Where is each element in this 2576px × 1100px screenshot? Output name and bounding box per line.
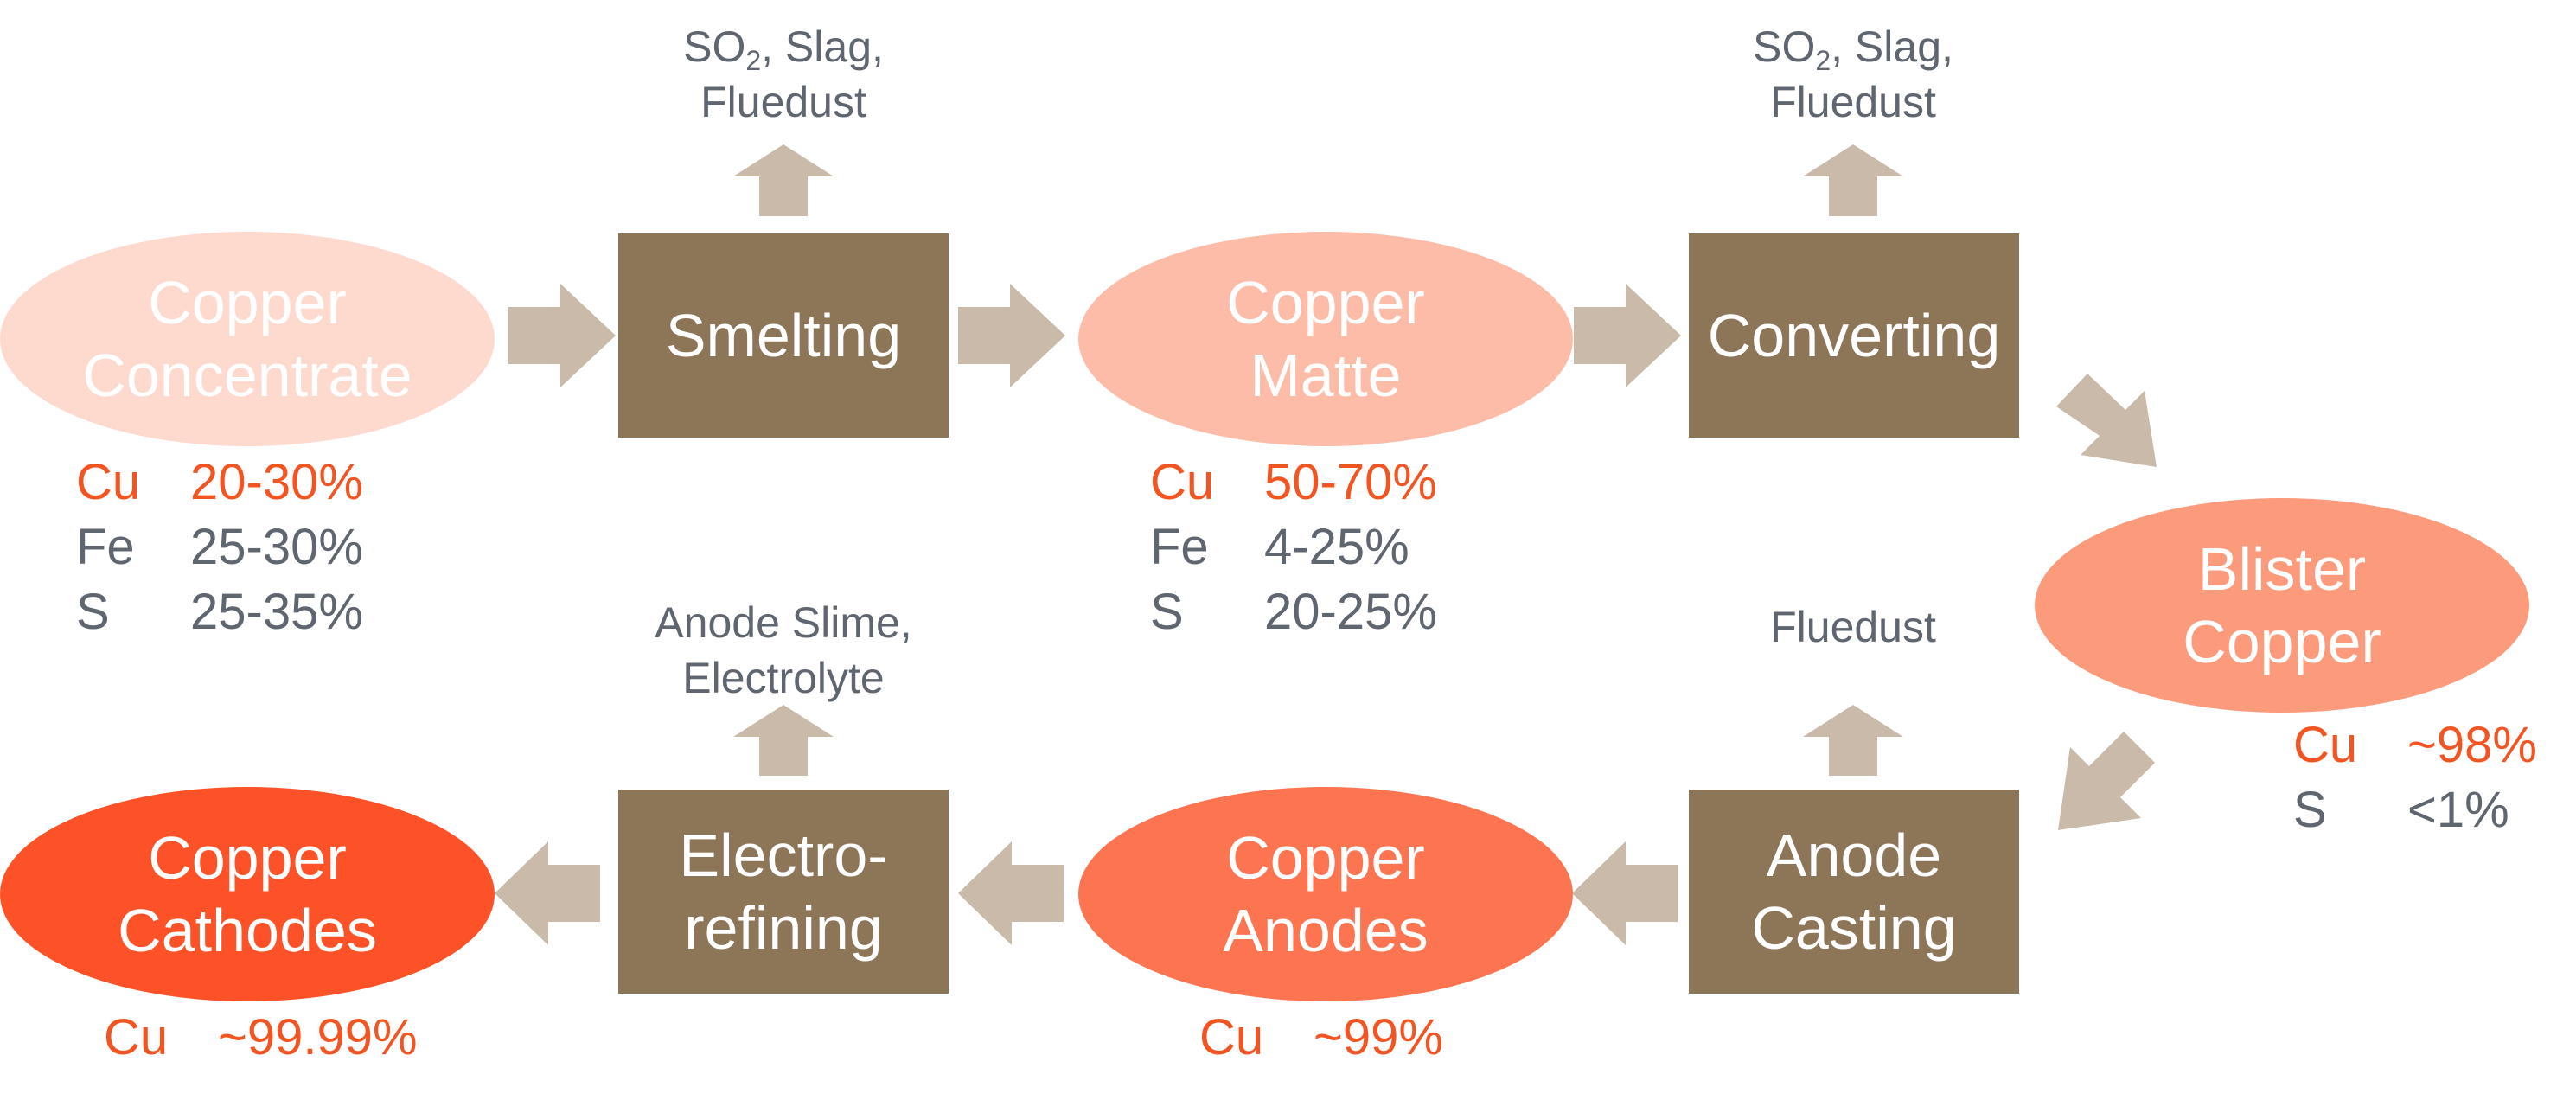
arrow-smelting-byproducts [733,144,834,216]
byproduct-line1: Anode Slime, [655,598,912,647]
element-label: Cu [2293,717,2358,773]
arrow-matte-to-converting [1574,284,1681,387]
element-label: Cu [104,1009,169,1065]
cathodes-composition: Cu ~99.99% [104,1005,418,1070]
element-label: S [76,584,110,640]
composition-row: Cu 20-30% [76,450,363,515]
node-label-line1: Blister [2197,535,2367,603]
element-value: 25-30% [190,519,363,575]
node-label-line2: Anodes [1223,897,1429,964]
process-label: Converting [1707,302,2001,369]
element-label: S [1150,584,1184,640]
node-label-line1: Copper [1226,824,1425,892]
node-label-line2: Matte [1250,342,1402,409]
element-value: 20-25% [1264,584,1437,640]
element-value: ~99% [1314,1009,1443,1065]
element-label: S [2293,782,2327,838]
electrorefining-process-box: Electro-refining [618,790,949,994]
node-label-line2: Concentrate [82,342,412,409]
concentrate-composition: Cu 20-30% Fe 25-30% S 25-35% [76,450,363,644]
arrow-electrorefining-byproducts [733,705,834,776]
electrorefining-byproducts: Anode Slime, Electrolyte [589,595,978,706]
arrow-converting-byproducts [1803,144,1903,216]
node-label-line1: Copper [1226,269,1425,336]
byproduct-so: SO [1753,22,1816,71]
element-value: <1% [2407,782,2509,838]
arrow-electrorefining-to-cathodes [495,841,600,945]
element-label: Cu [76,454,141,510]
anode-casting-byproducts: Fluedust [1680,599,2026,655]
blister-composition: Cu ~98% S <1% [2293,713,2537,842]
byproduct-subscript: 2 [745,45,762,76]
smelting-byproducts: SO2, Slag, Fluedust [610,19,956,130]
smelting-process-box: Smelting [618,233,949,438]
arrow-concentrate-to-smelting [508,284,616,387]
byproduct-line2: Electrolyte [682,654,885,702]
element-value: ~98% [2407,717,2537,773]
arrow-anode-casting-to-anodes [1572,841,1678,945]
element-label: Fe [1150,519,1209,575]
node-label-line1: Copper [148,824,347,892]
arrow-converting-to-blister [2056,374,2157,467]
arrow-anodes-to-electrorefining [958,841,1064,945]
byproduct-so: SO [683,22,746,71]
byproduct-subscript: 2 [1815,45,1831,76]
element-label: Fe [76,519,135,575]
element-value: 20-30% [190,454,363,510]
composition-row: Cu ~99.99% [104,1005,418,1070]
composition-row: Fe 4-25% [1150,515,1437,579]
element-value: 4-25% [1264,519,1409,575]
converting-process-box: Converting [1689,233,2019,438]
process-label-line1: Electro- [679,822,888,889]
element-label: Cu [1199,1009,1264,1065]
composition-row: Cu 50-70% [1150,450,1437,515]
arrow-anode-casting-byproducts [1803,705,1903,776]
converting-byproducts: SO2, Slag, Fluedust [1680,19,2026,130]
process-label: Smelting [665,302,902,369]
composition-row: Fe 25-30% [76,515,363,579]
byproduct-rest: , Slag, [761,22,884,71]
composition-row: Cu ~98% [2293,713,2537,777]
process-label-line2: refining [684,894,883,962]
node-label-line1: Copper [148,269,347,336]
element-value: ~99.99% [218,1009,418,1065]
element-value: 25-35% [190,584,363,640]
byproduct-line1: Fluedust [1770,603,1936,651]
composition-row: Cu ~99% [1199,1005,1443,1070]
composition-row: S 25-35% [76,579,363,644]
process-label-line2: Casting [1751,894,1957,962]
arrow-smelting-to-matte [958,284,1065,387]
anodes-composition: Cu ~99% [1199,1005,1443,1070]
composition-row: S 20-25% [1150,579,1437,644]
element-label: Cu [1150,454,1215,510]
node-label-line2: Cathodes [118,897,377,964]
element-value: 50-70% [1264,454,1437,510]
node-label-line2: Copper [2183,608,2381,675]
process-label-line1: Anode [1766,822,1942,889]
arrow-blister-to-anode-casting [2058,732,2155,830]
matte-composition: Cu 50-70% Fe 4-25% S 20-25% [1150,450,1437,644]
byproduct-line2: Fluedust [1770,78,1936,126]
composition-row: S <1% [2293,777,2537,842]
byproduct-line2: Fluedust [700,78,866,126]
byproduct-rest: , Slag, [1831,22,1953,71]
